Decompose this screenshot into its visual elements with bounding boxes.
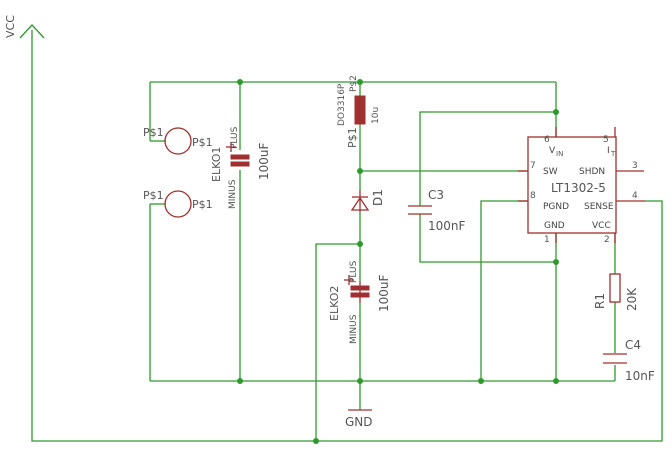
ic-name: LT1302-5 (551, 181, 606, 195)
resistor-body (609, 273, 621, 303)
pin-vin-sub: IN (556, 150, 563, 158)
elko1-value: 100uF (257, 142, 271, 180)
pin-vin-name: V (549, 146, 556, 156)
pad-top-left-label: P$1 (143, 126, 164, 139)
elko1-plus-label: PLUS (230, 126, 240, 149)
diode-triangle (350, 196, 370, 211)
pad-circle (164, 127, 192, 155)
pin-it-number: 5 (603, 135, 609, 145)
elko2: ELKO2 PLUS MINUS 100uF (328, 260, 391, 344)
elko2-value: 100uF (377, 274, 391, 312)
junction-dot (357, 79, 363, 85)
c3-top-wire (419, 111, 556, 206)
pin-sw-number: 7 (530, 161, 536, 171)
elko1: ELKO1 PLUS MINUS 100uF (210, 126, 271, 209)
ground-symbol: GND (345, 409, 373, 429)
pin-gnd-name: GND (544, 221, 565, 231)
output-wire (315, 243, 360, 441)
pad-top-right-label: P$1 (192, 136, 213, 149)
pin-it-name: I (607, 146, 610, 156)
ground-label: GND (345, 415, 373, 429)
diode-d1: D1 (350, 189, 385, 212)
pin-vin-number: 6 (544, 135, 550, 145)
inductor-body (354, 95, 366, 125)
elko1-name: ELKO1 (210, 147, 223, 182)
elko2-plus-label: PLUS (349, 260, 359, 283)
junction-dot (553, 378, 559, 384)
c3-bottom-wire (419, 214, 556, 263)
junction-dot (237, 79, 243, 85)
pin-sense-number: 4 (632, 191, 638, 201)
c3-name: C3 (428, 188, 444, 202)
d1-name: D1 (371, 189, 385, 206)
pin-vcc-name: VCC (592, 221, 611, 231)
junction-dot (237, 378, 243, 384)
r1-value: 20K (625, 287, 639, 311)
junction-dot (357, 168, 363, 174)
pin-sense-name: SENSE (584, 202, 614, 212)
pad-bottom-left-label: P$1 (143, 189, 164, 202)
junction-dot (357, 378, 363, 384)
capacitor-plate (350, 285, 370, 291)
pin-shdn-number: 3 (632, 161, 638, 171)
capacitor-plate (230, 161, 250, 167)
r1-name: R1 (593, 293, 607, 309)
resistor-r1: R1 20K (593, 273, 639, 311)
inductor-l1: DO3316P P$2 P$1 10u (337, 75, 381, 148)
ic-lt1302: 6 V IN 5 I T 7 SW 3 SHDN 8 PGND 4 SENSE … (518, 127, 645, 245)
elko2-minus-label: MINUS (349, 314, 359, 344)
junction-dot (553, 259, 559, 265)
battery-pad-top: P$1 P$1 (143, 126, 213, 155)
capacitor-plate (350, 292, 370, 298)
pin-vcc-number: 2 (604, 235, 610, 245)
junction-dot (553, 109, 559, 115)
junction-dot (357, 241, 363, 247)
pad-circle (164, 190, 192, 218)
c3-value: 100nF (428, 219, 466, 233)
vcc-arrow (19, 24, 45, 39)
junction-dot (478, 378, 484, 384)
pin-sw-name: SW (543, 167, 558, 177)
pad-bottom-right-label: P$1 (192, 198, 213, 211)
l1-part-label: DO3316P (337, 83, 347, 126)
junction-dot (313, 438, 319, 444)
pin-pgnd-name: PGND (543, 202, 569, 212)
l1-pin1-label: P$1 (346, 127, 359, 148)
capacitor-plate (230, 154, 250, 160)
capacitor-c3: C3 100nF (408, 188, 466, 233)
battery-pad-bottom: P$1 P$1 (143, 189, 213, 218)
vcc-label: VCC (4, 15, 17, 38)
pgnd-wire (480, 200, 528, 381)
ic-body (527, 136, 617, 234)
pin-shdn-name: SHDN (579, 167, 605, 177)
pin-it-sub: T (610, 150, 616, 158)
elko1-minus-label: MINUS (228, 179, 238, 209)
c4-value: 10nF (625, 369, 655, 383)
c4-name: C4 (625, 338, 641, 352)
junctions (237, 79, 559, 444)
pin-pgnd-number: 8 (530, 191, 536, 201)
elko2-name: ELKO2 (328, 286, 341, 321)
l1-pin2-label: P$2 (349, 75, 359, 92)
l1-value: 10u (371, 107, 381, 124)
pin-gnd-number: 1 (544, 235, 550, 245)
vcc-rail-wire (31, 30, 663, 442)
capacitor-c4: C4 10nF (603, 338, 655, 383)
